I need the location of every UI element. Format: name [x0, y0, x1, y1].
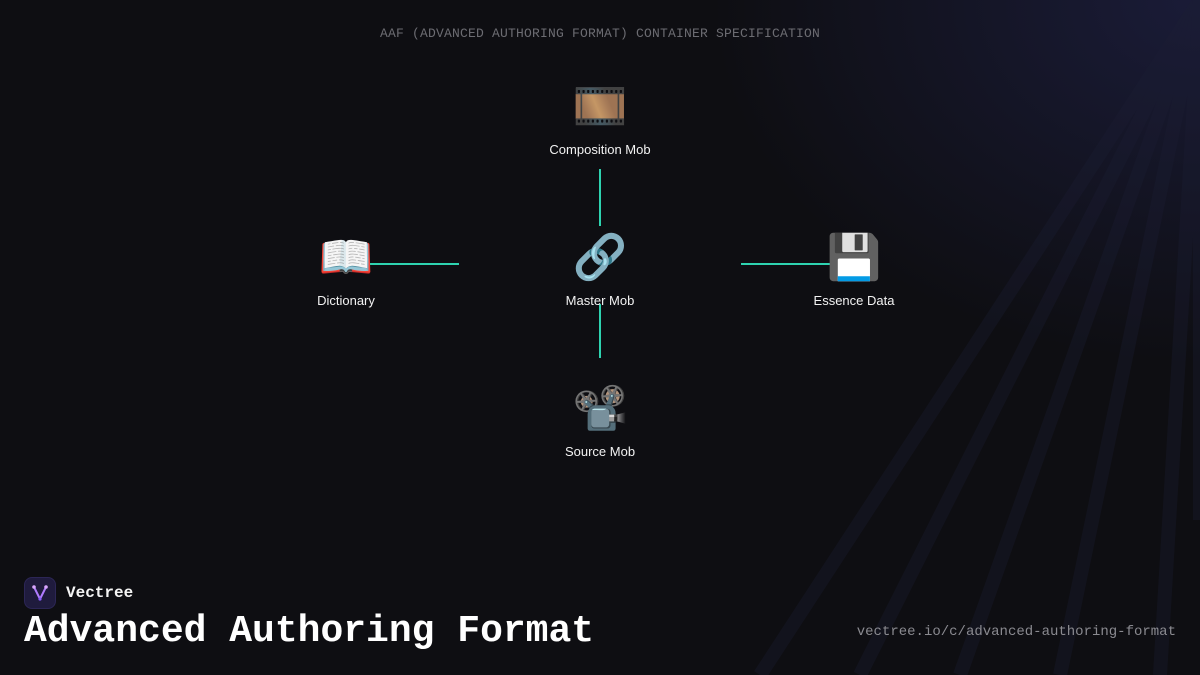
node-label-composition-mob: Composition Mob [549, 142, 651, 157]
open-book-icon: 📖 [318, 233, 374, 282]
node-label-source-mob: Source Mob [564, 444, 636, 459]
source-url[interactable]: vectree.io/c/advanced-authoring-format [856, 624, 1176, 640]
link-icon: 🔗 [572, 233, 628, 282]
node-dictionary[interactable]: 📖 Dictionary [266, 233, 426, 308]
node-master-mob[interactable]: 🔗 Master Mob [520, 233, 680, 308]
brand-name: Vectree [66, 584, 134, 602]
brand[interactable]: Vectree [24, 577, 133, 609]
node-composition-mob[interactable]: 🎞️ Composition Mob [520, 82, 680, 157]
node-source-mob[interactable]: 📽️ Source Mob [520, 384, 680, 459]
page-title: Advanced Authoring Format [24, 610, 595, 653]
node-label-master-mob: Master Mob [565, 293, 635, 308]
connector-composition-master [599, 169, 601, 226]
node-label-dictionary: Dictionary [317, 293, 375, 308]
connector-dictionary-master [368, 263, 459, 265]
diagram-caption: AAF (ADVANCED AUTHORING FORMAT) CONTAINE… [379, 26, 821, 41]
connector-master-source [599, 304, 601, 358]
floppy-disk-icon: 💾 [826, 233, 882, 282]
node-label-essence-data: Essence Data [813, 293, 895, 308]
film-projector-icon: 📽️ [572, 384, 628, 433]
film-frames-icon: 🎞️ [572, 82, 628, 131]
node-essence-data[interactable]: 💾 Essence Data [774, 233, 934, 308]
vectree-logo-icon [24, 577, 56, 609]
connector-master-essence [741, 263, 832, 265]
